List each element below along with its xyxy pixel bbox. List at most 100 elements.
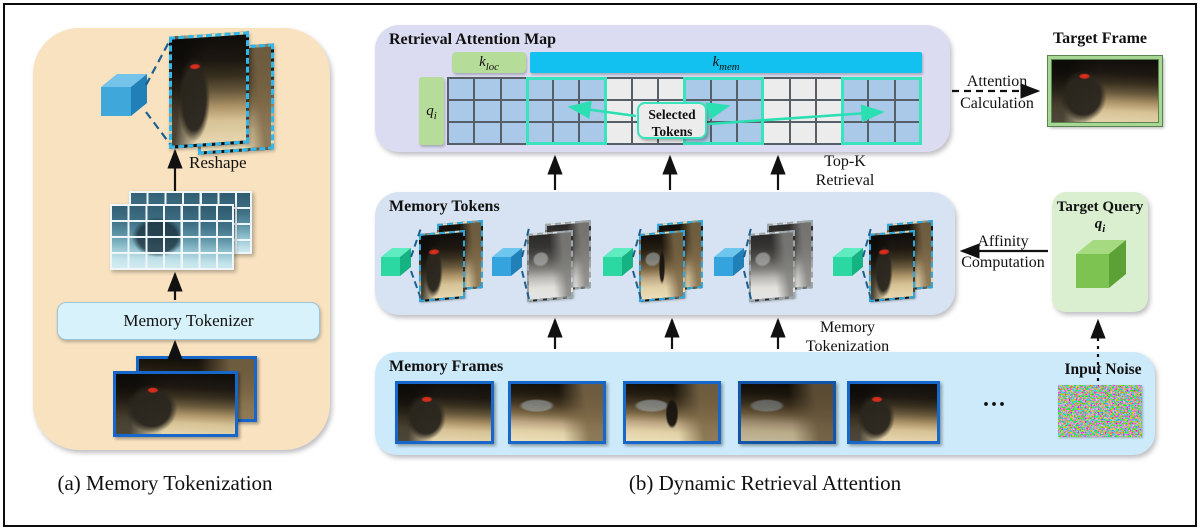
token-frame-front [527, 229, 573, 303]
attention-cell [868, 78, 895, 100]
memory-tokens-title: Memory Tokens [389, 198, 500, 215]
green-token-cube-icon [833, 248, 863, 276]
caption-a: (a) Memory Tokenization [57, 471, 273, 495]
token-frame-front [749, 229, 795, 303]
attention-cell [894, 78, 921, 100]
attention-cell [500, 122, 527, 144]
memory-frame [508, 381, 606, 444]
attention-cell [579, 122, 606, 144]
attention-cell [868, 122, 895, 144]
query-cube-icon [1076, 240, 1126, 288]
memory-frame [847, 381, 940, 444]
attention-cell [868, 100, 895, 122]
target-frame-title: Target Frame [1052, 30, 1148, 47]
memory-token-frames [419, 219, 485, 303]
green-token-cube-icon [381, 248, 411, 276]
q-i-label: qi [419, 77, 444, 145]
attention-cell [789, 78, 816, 100]
attention-cell [763, 122, 790, 144]
input-noise-label: Input Noise [1064, 361, 1142, 378]
attention-cell [710, 122, 738, 144]
attention-cell [737, 100, 764, 122]
selected-tokens-callout: Selected Tokens [637, 102, 707, 139]
attention-calculation-label: Attention Calculation [960, 73, 1034, 112]
attention-cell [710, 100, 738, 122]
attention-cell [789, 122, 816, 144]
memory-frame [623, 381, 721, 444]
memory-tokenizer-label: Memory Tokenizer [123, 311, 254, 330]
attention-cell [553, 78, 580, 100]
k-mem-bar: kmem [530, 52, 922, 73]
memory-token-frames [869, 219, 935, 303]
memory-frame [395, 381, 494, 444]
green-token-cube-icon [603, 248, 633, 276]
blue-token-cube-icon [492, 248, 522, 276]
attention-cell [474, 100, 501, 122]
attention-cell [579, 100, 606, 122]
selected-tokens-line2: Tokens [651, 124, 693, 139]
token-cube-icon [101, 74, 147, 116]
attention-cell [448, 78, 475, 100]
target-query-title: Target Query [1056, 199, 1144, 215]
attention-cell [553, 122, 580, 144]
target-frame-image [1047, 55, 1163, 127]
attention-cell [605, 78, 632, 100]
attention-cell [763, 100, 790, 122]
attention-cell [815, 78, 843, 100]
caption-b: (b) Dynamic Retrieval Attention [628, 471, 902, 495]
attention-cell [842, 122, 869, 144]
attention-cell [526, 100, 554, 122]
input-frame-front [113, 371, 238, 437]
blue-token-cube-icon [714, 248, 744, 276]
memory-token-frames [749, 219, 815, 303]
k-loc-label: kloc [452, 52, 526, 73]
attention-cell [605, 100, 632, 122]
attention-cell [448, 122, 475, 144]
target-query-qi: qi [1094, 216, 1106, 235]
attention-cell [500, 100, 527, 122]
token-frame-front [639, 229, 685, 303]
attention-cell [658, 78, 685, 100]
attention-cell [815, 122, 843, 144]
attention-cell [553, 100, 580, 122]
reshape-label: Reshape [189, 153, 247, 172]
memory-token-frames [527, 219, 593, 303]
top-k-retrieval-label: Top-K Retrieval [815, 153, 875, 189]
attention-grid-group-local [448, 78, 527, 144]
affinity-computation-label: Affinity Computation [961, 233, 1045, 271]
attention-cell [737, 78, 764, 100]
attention-cell [737, 122, 764, 144]
selected-tokens-line1: Selected [648, 107, 696, 122]
attention-cell [474, 78, 501, 100]
attention-map-title: Retrieval Attention Map [389, 31, 557, 48]
input-noise-image [1058, 385, 1142, 437]
attention-cell [526, 78, 554, 100]
attention-cell [763, 78, 790, 100]
patch-grid-front [110, 204, 234, 270]
attention-cell [894, 100, 921, 122]
memory-frame [738, 381, 836, 444]
attention-cell [526, 122, 554, 144]
attention-cell [815, 100, 843, 122]
attention-cell [448, 100, 475, 122]
attention-grid-group-unselected [763, 78, 843, 144]
token-frame-front [869, 229, 915, 303]
attention-cell [684, 78, 711, 100]
attention-cell [605, 122, 632, 144]
memory-token-frames [639, 219, 705, 303]
attention-cell [842, 78, 869, 100]
target-query-panel: Target Query qi [1052, 192, 1148, 312]
attention-cell [579, 78, 606, 100]
memory-frames-title: Memory Frames [389, 358, 504, 375]
attention-cell [631, 78, 659, 100]
attention-cell [474, 122, 501, 144]
attention-grid-group-selected [525, 77, 607, 145]
attention-cell [894, 122, 921, 144]
attention-cell [789, 100, 816, 122]
memory-tokenizer-box: Memory Tokenizer [57, 302, 320, 340]
attention-cell [500, 78, 527, 100]
reshaped-frame-front [169, 31, 249, 149]
token-frame-front [419, 229, 465, 303]
attention-grid-group-selected [841, 77, 922, 145]
